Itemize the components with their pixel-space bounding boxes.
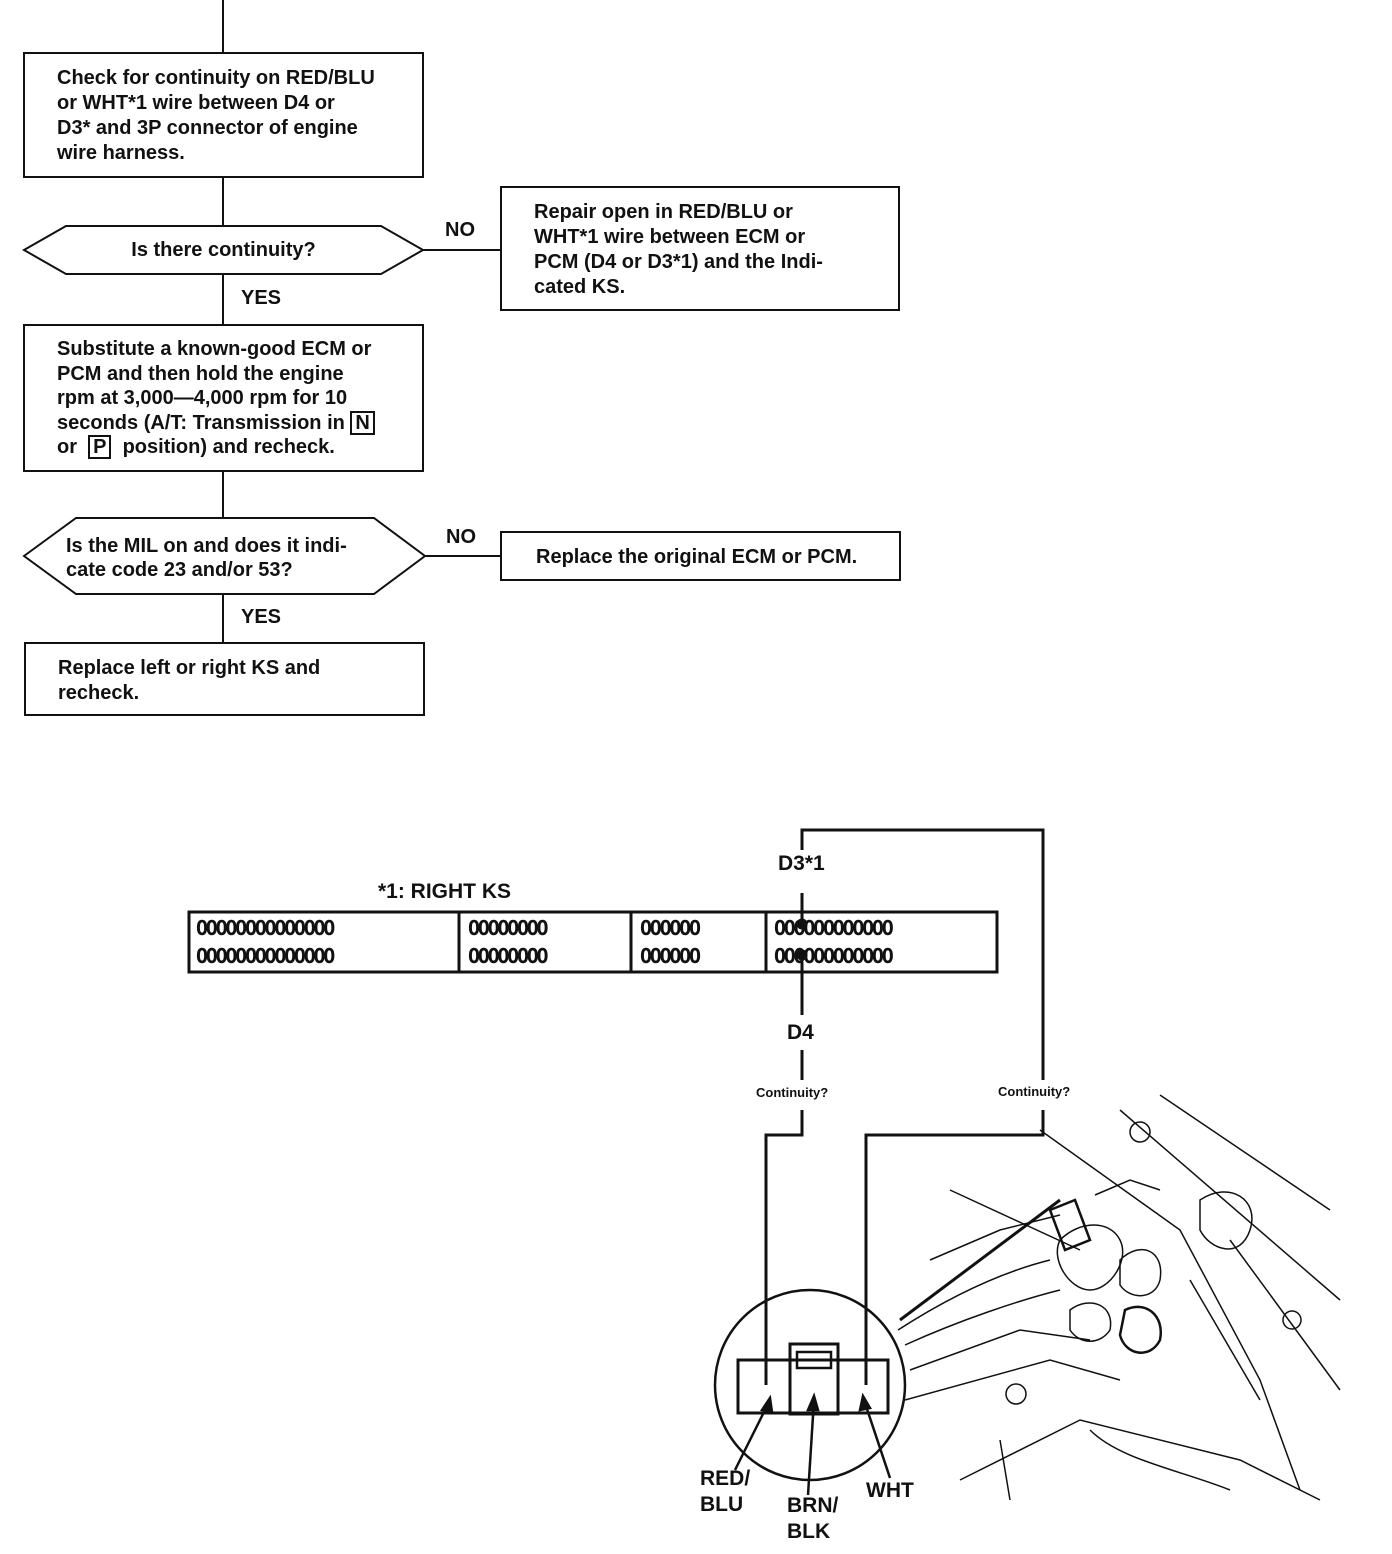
key-n-position: N — [350, 410, 375, 435]
step3-line-1: Replace left or right KS and — [58, 657, 321, 679]
brn-blk-line-2: BLK — [787, 1520, 831, 1543]
wiring — [764, 828, 1045, 1385]
decision-1-text: Is there continuity? — [131, 239, 316, 261]
ecm-connector-block — [187, 910, 999, 974]
wire-label-red-blu: RED/ BLU — [700, 1466, 750, 1518]
decision2-line-2: cate code 23 and/or 53? — [66, 559, 293, 581]
repair1-line-3: PCM (D4 or D3*1) and the Indi- — [534, 251, 823, 273]
continuity-label-right: Continuity? — [998, 1084, 1071, 1099]
pins-row2-section-a: OOOOOOOOOOOOOO — [196, 944, 335, 968]
continuity-label-left: Continuity? — [756, 1085, 829, 1100]
step2-line-4: seconds (A/T: Transmission in N — [57, 410, 392, 436]
no-label-1: NO — [445, 219, 475, 241]
key-p-position: P — [88, 435, 112, 459]
brn-blk-line-1: BRN/ — [787, 1494, 839, 1517]
repair1-line-4: cated KS. — [534, 276, 626, 298]
no-label-2: NO — [446, 526, 476, 548]
step1-line-3: D3* and 3P connector of engine — [57, 117, 358, 139]
wire-label-wht: WHT — [866, 1479, 914, 1502]
decision-shape-1 — [21, 225, 426, 275]
step1-line-2: or WHT*1 wire between D4 or — [57, 92, 335, 114]
replace-original-ecm: Replace the original ECM or PCM. — [500, 531, 901, 581]
step1-line-4: wire harness. — [57, 142, 185, 164]
step2-line-4-text: seconds (A/T: Transmission in — [57, 411, 345, 434]
step1-line-1: Check for continuity on RED/BLU — [57, 67, 375, 89]
wire-label-brn-blk: BRN/ BLK — [787, 1493, 838, 1545]
red-blu-line-1: RED/ — [700, 1467, 751, 1490]
step2-line-3: rpm at 3,000—4,000 rpm for 10 — [57, 387, 348, 409]
pins-row1-section-b: OOOOOOOO — [468, 916, 549, 940]
decision-2-text: Is the MIL on and does it indi- cate cod… — [66, 534, 396, 582]
step2-line-5-post: position) and recheck. — [122, 436, 335, 458]
pins-row2-section-d: OOOOOOOOOOOO — [774, 944, 894, 968]
step-check-continuity: Check for continuity on RED/BLU or WHT*1… — [23, 52, 424, 178]
yes-label-2: YES — [241, 606, 282, 628]
step2-line-5: or P position) and recheck. — [57, 435, 392, 460]
red-blu-line-2: BLU — [700, 1493, 744, 1516]
engine-sketch — [897, 1094, 1341, 1501]
step2-line-1: Substitute a known-good ECM or — [57, 338, 372, 360]
footnote-right-ks: *1: RIGHT KS — [378, 880, 512, 903]
pins-row1-section-a: OOOOOOOOOOOOOO — [196, 916, 335, 940]
repair1-line-1: Repair open in RED/BLU or — [534, 201, 793, 223]
step-replace-ks: Replace left or right KS and recheck. — [24, 642, 425, 716]
repair2-text: Replace the original ECM or PCM. — [536, 546, 858, 568]
decision-shape-2 — [22, 517, 427, 595]
step2-line-5-pre: or — [57, 436, 77, 458]
pins-row2-section-b: OOOOOOOO — [468, 944, 549, 968]
step-substitute-ecm: Substitute a known-good ECM or PCM and t… — [23, 324, 424, 472]
pins-row2-section-c: OOOOOO — [640, 944, 701, 968]
step2-line-2: PCM and then hold the engine — [57, 362, 344, 385]
d3-terminal-label: D3*1 — [778, 852, 825, 875]
pins-row1-section-c: OOOOOO — [640, 916, 701, 940]
yes-label-1: YES — [241, 287, 282, 309]
decision2-line-1: Is the MIL on and does it indi- — [66, 535, 347, 557]
repair1-line-2: WHT*1 wire between ECM or — [534, 226, 806, 248]
d4-terminal-label: D4 — [787, 1021, 814, 1044]
step3-line-2: recheck. — [58, 682, 140, 704]
repair-open-wire: Repair open in RED/BLU or WHT*1 wire bet… — [500, 186, 900, 311]
ks-connector-magnifier — [713, 1288, 907, 1496]
pins-row1-section-d: OOOOOOOOOOOO — [774, 916, 894, 940]
